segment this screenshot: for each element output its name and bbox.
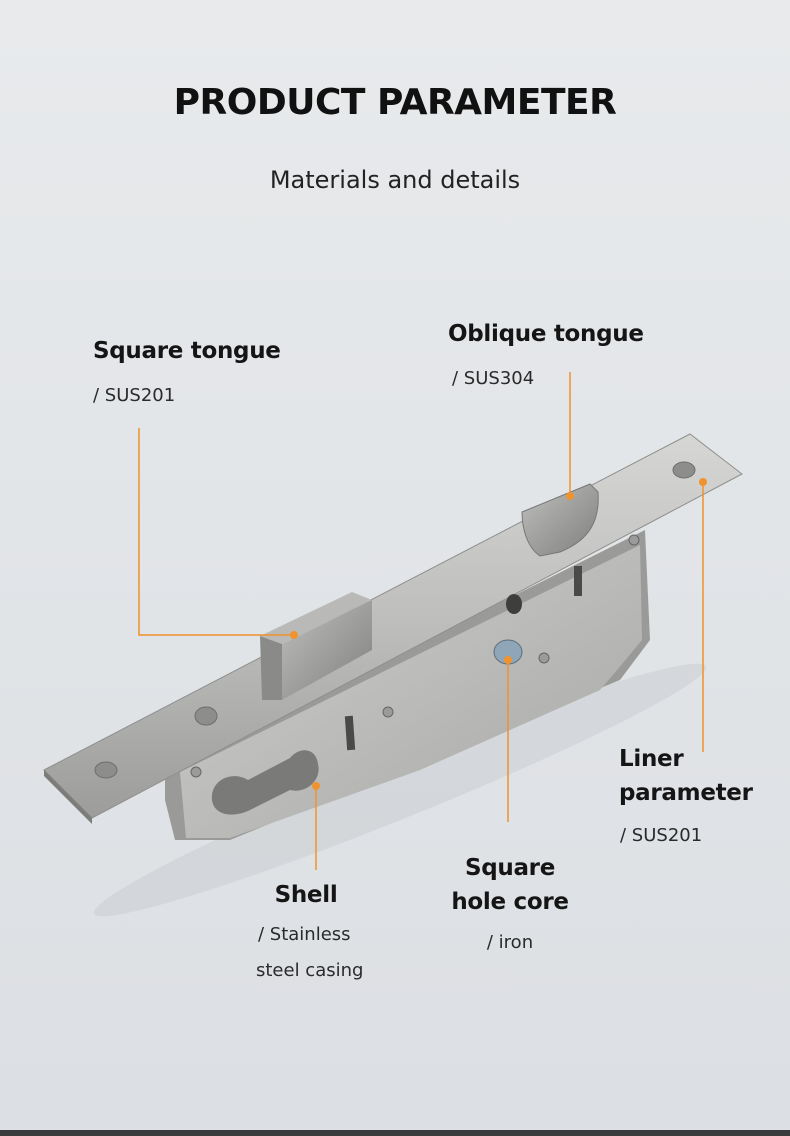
page-subtitle: Materials and details — [269, 166, 521, 194]
shell-material-line1: / Stainless — [258, 924, 351, 945]
leader-lines — [138, 372, 704, 870]
liner-material: / SUS201 — [620, 825, 703, 846]
square-tongue-title: Square tongue — [93, 338, 281, 364]
square-tongue-side — [282, 600, 372, 700]
screw-hole-mid — [194, 706, 218, 726]
square-hole-core-title-line1: Square — [464, 855, 556, 881]
case-slot-1 — [344, 715, 356, 751]
case-screw-3 — [628, 534, 640, 546]
cylinder-cutout — [211, 750, 319, 815]
dot-shell — [312, 782, 320, 790]
dot-liner — [699, 478, 707, 486]
callout-dots — [290, 478, 707, 790]
case-slot-2 — [574, 566, 582, 596]
oblique-tongue — [521, 483, 599, 557]
square-tongue-front — [260, 636, 282, 700]
dot-oblique-tongue — [566, 492, 574, 500]
square-hole-core-title-line2: hole core — [451, 889, 569, 915]
face-plate-edge — [44, 770, 92, 824]
bottom-border — [0, 1130, 790, 1136]
case-screw-1 — [382, 706, 394, 718]
square-hole-core-material: / iron — [486, 932, 534, 953]
page-title: PRODUCT PARAMETER — [173, 82, 617, 123]
square-tongue-top — [260, 592, 372, 644]
liner-title-line2: parameter — [619, 780, 753, 806]
oblique-tongue-material: / SUS304 — [452, 368, 535, 389]
dot-square-hole-core — [504, 656, 512, 664]
shell-material-line2: steel casing — [256, 960, 364, 981]
screw-hole-bottom — [94, 761, 118, 779]
screw-hole-top — [672, 461, 696, 479]
leader-square-tongue — [138, 428, 294, 636]
oblique-tongue-title: Oblique tongue — [448, 321, 644, 347]
dot-square-tongue — [290, 631, 298, 639]
case-hole — [506, 594, 522, 614]
case-screw-4 — [190, 766, 202, 778]
square-tongue-material: / SUS201 — [93, 385, 176, 406]
shell-title: Shell — [274, 882, 338, 908]
liner-title-line1: Liner — [619, 746, 684, 772]
case-screw-2 — [538, 652, 550, 664]
lock-shadow — [93, 663, 707, 917]
